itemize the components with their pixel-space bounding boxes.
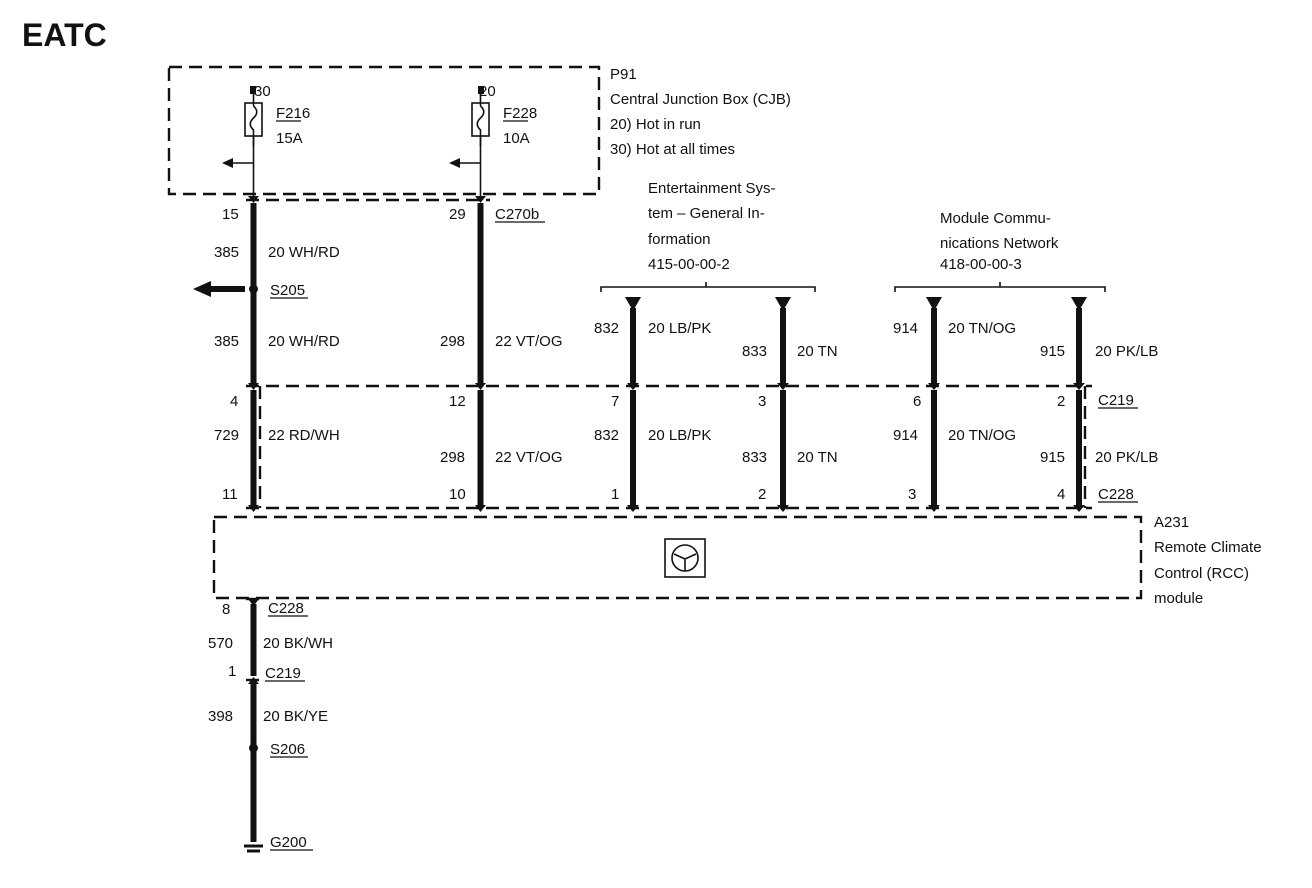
circuit-number: 570 — [208, 635, 233, 652]
wire-origin-arrow-icon — [775, 297, 791, 311]
wire-origin-arrow-icon — [926, 297, 942, 311]
cjb-note-hot-in-run: 20) Hot in run — [610, 116, 701, 133]
wire-color: 20 BK/WH — [263, 635, 333, 652]
splice-s205-label: S205 — [270, 282, 305, 299]
pin-label: 29 — [449, 206, 466, 223]
circuit-number: 832 — [594, 427, 619, 444]
fuse-terminal — [478, 86, 484, 94]
splice-s206-dot — [249, 743, 258, 753]
ref-entertainment-line2: tem – General In- — [648, 205, 765, 222]
fuse-element — [249, 94, 258, 146]
circuit-number: 914 — [893, 427, 918, 444]
branch-arrow-icon — [222, 158, 233, 168]
ground-g200-label: G200 — [270, 834, 307, 851]
wire-color: 20 TN/OG — [948, 320, 1016, 337]
pin-label: 3 — [908, 486, 916, 503]
circuit-number: 385 — [214, 244, 239, 261]
branch-arrow-icon — [193, 281, 211, 297]
wire-color: 20 LB/PK — [648, 320, 711, 337]
connector-c270b-label: C270b — [495, 206, 539, 223]
fuse-f216 — [222, 86, 263, 198]
pin-label: 15 — [222, 206, 239, 223]
circuit-number: 914 — [893, 320, 918, 337]
fuse-f228-pin: 20 — [479, 83, 496, 100]
pin-label: 4 — [1057, 486, 1065, 503]
fuse-f216-id: F216 — [276, 105, 310, 122]
circuit-number: 832 — [594, 320, 619, 337]
ref-network-line2: nications Network — [940, 235, 1059, 252]
wire-color: 22 VT/OG — [495, 449, 563, 466]
circuit-number: 298 — [440, 449, 465, 466]
wire-color: 20 LB/PK — [648, 427, 711, 444]
wire-color: 22 VT/OG — [495, 333, 563, 350]
connector-c219-label: C219 — [1098, 392, 1134, 409]
fuse-element — [476, 94, 485, 146]
ref-bracket — [600, 282, 816, 292]
ground-icon — [244, 844, 263, 853]
wire-origin-arrow-icon — [1071, 297, 1087, 311]
ref-network-line3: 418-00-00-3 — [940, 256, 1022, 273]
circuit-number: 298 — [440, 333, 465, 350]
wire-color: 20 WH/RD — [268, 244, 340, 261]
circuit-number: 729 — [214, 427, 239, 444]
ground-c228-pin: 8 — [222, 601, 230, 618]
module-id: A231 — [1154, 514, 1189, 531]
circuit-number: 915 — [1040, 449, 1065, 466]
circuit-number: 833 — [742, 343, 767, 360]
pin-label: 10 — [449, 486, 466, 503]
fuse-f228-id: F228 — [503, 105, 537, 122]
module-name-line1: Remote Climate — [1154, 539, 1262, 556]
fuse-f228 — [449, 86, 490, 198]
ground-c228-label: C228 — [268, 600, 304, 617]
ref-entertainment-line4: 415-00-00-2 — [648, 256, 730, 273]
module-name-line3: module — [1154, 590, 1203, 607]
ref-entertainment-line1: Entertainment Sys- — [648, 180, 776, 197]
pin-label: 11 — [222, 486, 238, 503]
pin-label: 3 — [758, 393, 766, 410]
rcc-module-box — [212, 515, 1143, 600]
connector-pin-marks — [248, 383, 1085, 512]
wire-color: 20 TN — [797, 343, 838, 360]
connector-c228-label: C228 — [1098, 486, 1134, 503]
page-title: EATC — [22, 17, 107, 53]
fuse-f228-rating: 10A — [503, 130, 530, 147]
wire-origin-arrow-icon — [625, 297, 641, 311]
wire-color: 20 WH/RD — [268, 333, 340, 350]
pin-label: 4 — [230, 393, 238, 410]
branch-arrow-icon — [449, 158, 460, 168]
pin-label: 7 — [611, 393, 619, 410]
ref-network-line1: Module Commu- — [940, 210, 1051, 227]
cjb-id: P91 — [610, 66, 637, 83]
splice-s206-label: S206 — [270, 741, 305, 758]
pin-label: 2 — [1057, 393, 1065, 410]
ref-bracket — [894, 282, 1106, 292]
wire-color: 20 TN/OG — [948, 427, 1016, 444]
pin-label: 1 — [611, 486, 619, 503]
pin-label: 6 — [913, 393, 921, 410]
wire-color: 20 PK/LB — [1095, 343, 1158, 360]
wire-color: 20 TN — [797, 449, 838, 466]
wire-color: 20 PK/LB — [1095, 449, 1158, 466]
circuit-number: 398 — [208, 708, 233, 725]
circuit-number: 385 — [214, 333, 239, 350]
splice-s205-dot — [249, 284, 258, 294]
wire-color: 20 BK/YE — [263, 708, 328, 725]
cjb-name: Central Junction Box (CJB) — [610, 91, 791, 108]
fuse-terminal — [250, 86, 256, 94]
circuit-number: 915 — [1040, 343, 1065, 360]
module-symbol-icon — [664, 538, 706, 578]
ground-c219-pin: 1 — [228, 663, 236, 680]
pin-label: 2 — [758, 486, 766, 503]
fuse-f216-rating: 15A — [276, 130, 303, 147]
cjb-note-hot-at-all-times: 30) Hot at all times — [610, 141, 735, 158]
circuit-number: 833 — [742, 449, 767, 466]
pin-label: 12 — [449, 393, 466, 410]
module-name-line2: Control (RCC) — [1154, 565, 1249, 582]
fuse-f216-pin: 30 — [254, 83, 271, 100]
ground-c219-label: C219 — [265, 665, 301, 682]
ref-entertainment-line3: formation — [648, 231, 711, 248]
cjb-box — [167, 65, 601, 196]
wire-color: 22 RD/WH — [268, 427, 340, 444]
